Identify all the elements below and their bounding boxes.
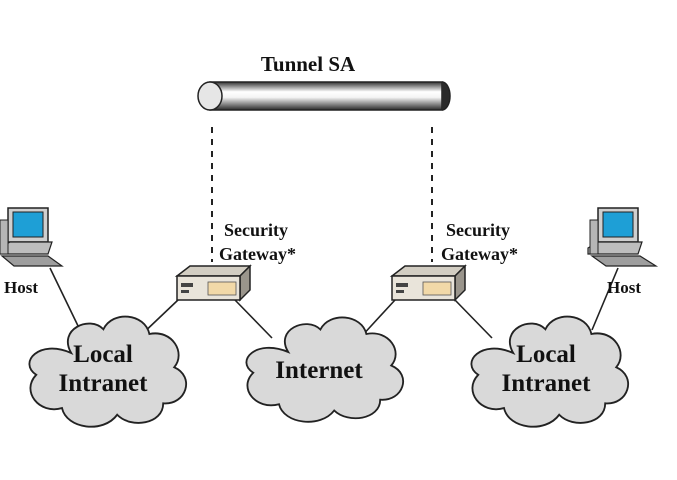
security-gateway-left: Security Gateway* <box>174 220 296 302</box>
gateway-label-line1: Security <box>224 220 288 240</box>
cloud-label-line1: Local <box>73 341 133 368</box>
link-host-left-intranet <box>49 267 81 331</box>
link-gateway-left-internet <box>234 299 273 339</box>
tunnel-label: Tunnel SA <box>261 52 356 76</box>
computer-icon <box>587 207 659 267</box>
tunnel-pipe <box>197 81 451 111</box>
computer-icon <box>0 207 64 267</box>
gateway-label-line1: Security <box>446 220 510 240</box>
cloud-local-intranet-right: Local Intranet <box>470 315 630 428</box>
host-right: Host <box>587 207 659 297</box>
host-label: Host <box>4 278 38 297</box>
host-label: Host <box>607 278 641 297</box>
gateway-label-line2: Gateway* <box>219 244 296 264</box>
host-left: Host <box>0 207 64 297</box>
link-gateway-right-intranet <box>454 299 493 339</box>
security-gateway-right: Security Gateway* <box>389 220 518 302</box>
link-host-right-intranet <box>591 267 619 331</box>
cloud-local-intranet-left: Local Intranet <box>28 315 188 428</box>
cloud-label-line1: Local <box>516 341 576 368</box>
cloud-internet: Internet <box>245 316 405 423</box>
gateway-label-line2: Gateway* <box>441 244 518 264</box>
gateway-device-icon <box>174 264 252 302</box>
gateway-device-icon <box>389 264 467 302</box>
cloud-label-line2: Intranet <box>59 370 149 397</box>
cloud-label-line2: Intranet <box>502 370 592 397</box>
cloud-label-line1: Internet <box>275 357 363 384</box>
